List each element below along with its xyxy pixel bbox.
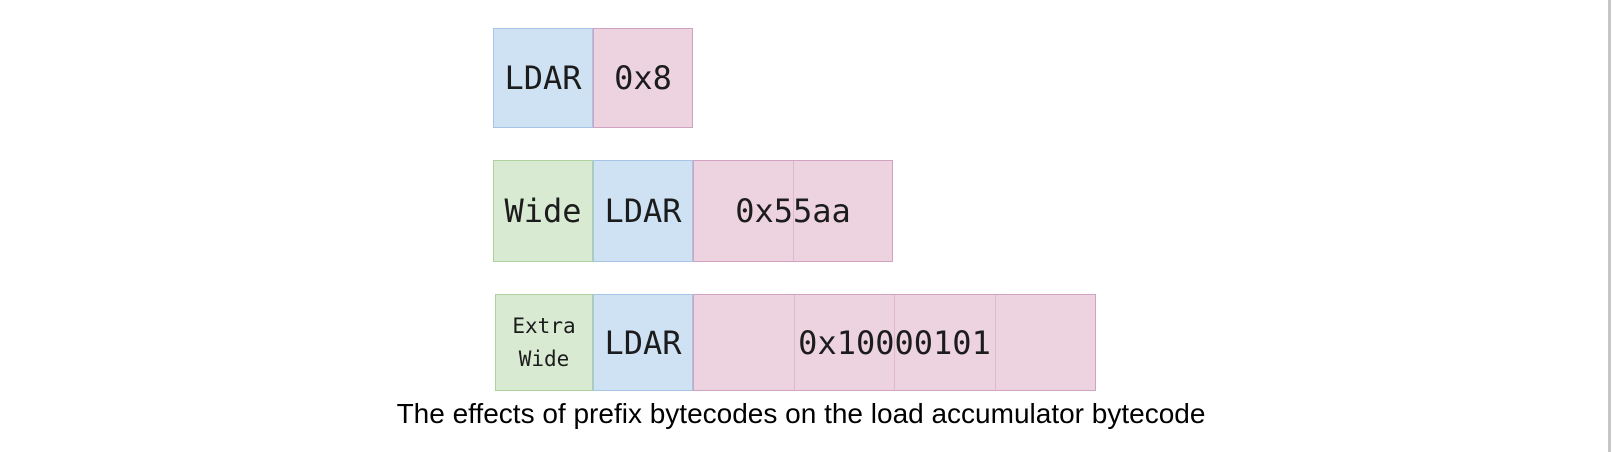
- opcode-label: LDAR: [604, 192, 682, 230]
- bytecode-row-ldar: LDAR 0x8: [493, 28, 693, 128]
- operand-value: 0x55aa: [735, 192, 851, 230]
- bytecode-row-wide-ldar: Wide LDAR 0x55aa: [493, 160, 893, 262]
- operand-byte-cell: [793, 295, 895, 390]
- operand-group-2byte: 0x55aa: [693, 160, 893, 262]
- operand-group-4byte: 0x10000101: [693, 294, 1096, 391]
- prefix-cell-wide: Wide: [493, 160, 593, 262]
- opcode-cell-ldar: LDAR: [593, 294, 693, 391]
- prefix-label-line2: Wide: [518, 346, 570, 371]
- operand-byte-cell: [894, 295, 995, 390]
- opcode-cell-ldar: LDAR: [493, 28, 593, 128]
- figure-caption: The effects of prefix bytecodes on the l…: [396, 398, 1206, 429]
- prefix-cell-extra-wide: Extra Wide: [495, 294, 593, 391]
- prefix-label: Wide: [504, 192, 582, 230]
- bytecode-row-extra-wide-ldar: Extra Wide LDAR 0x10000101: [495, 294, 1096, 391]
- operand-byte-cell: [994, 295, 1096, 390]
- opcode-label: LDAR: [604, 323, 682, 362]
- operand-group-1byte: 0x8: [593, 28, 693, 128]
- prefix-label-line1: Extra: [512, 313, 576, 338]
- opcode-cell-ldar: LDAR: [593, 160, 693, 262]
- right-edge-divider: [1608, 0, 1611, 452]
- opcode-label: LDAR: [504, 59, 582, 97]
- operand-value: 0x8: [614, 59, 672, 97]
- operand-value: 0x10000101: [798, 323, 991, 362]
- operand-byte-cell: [792, 161, 893, 261]
